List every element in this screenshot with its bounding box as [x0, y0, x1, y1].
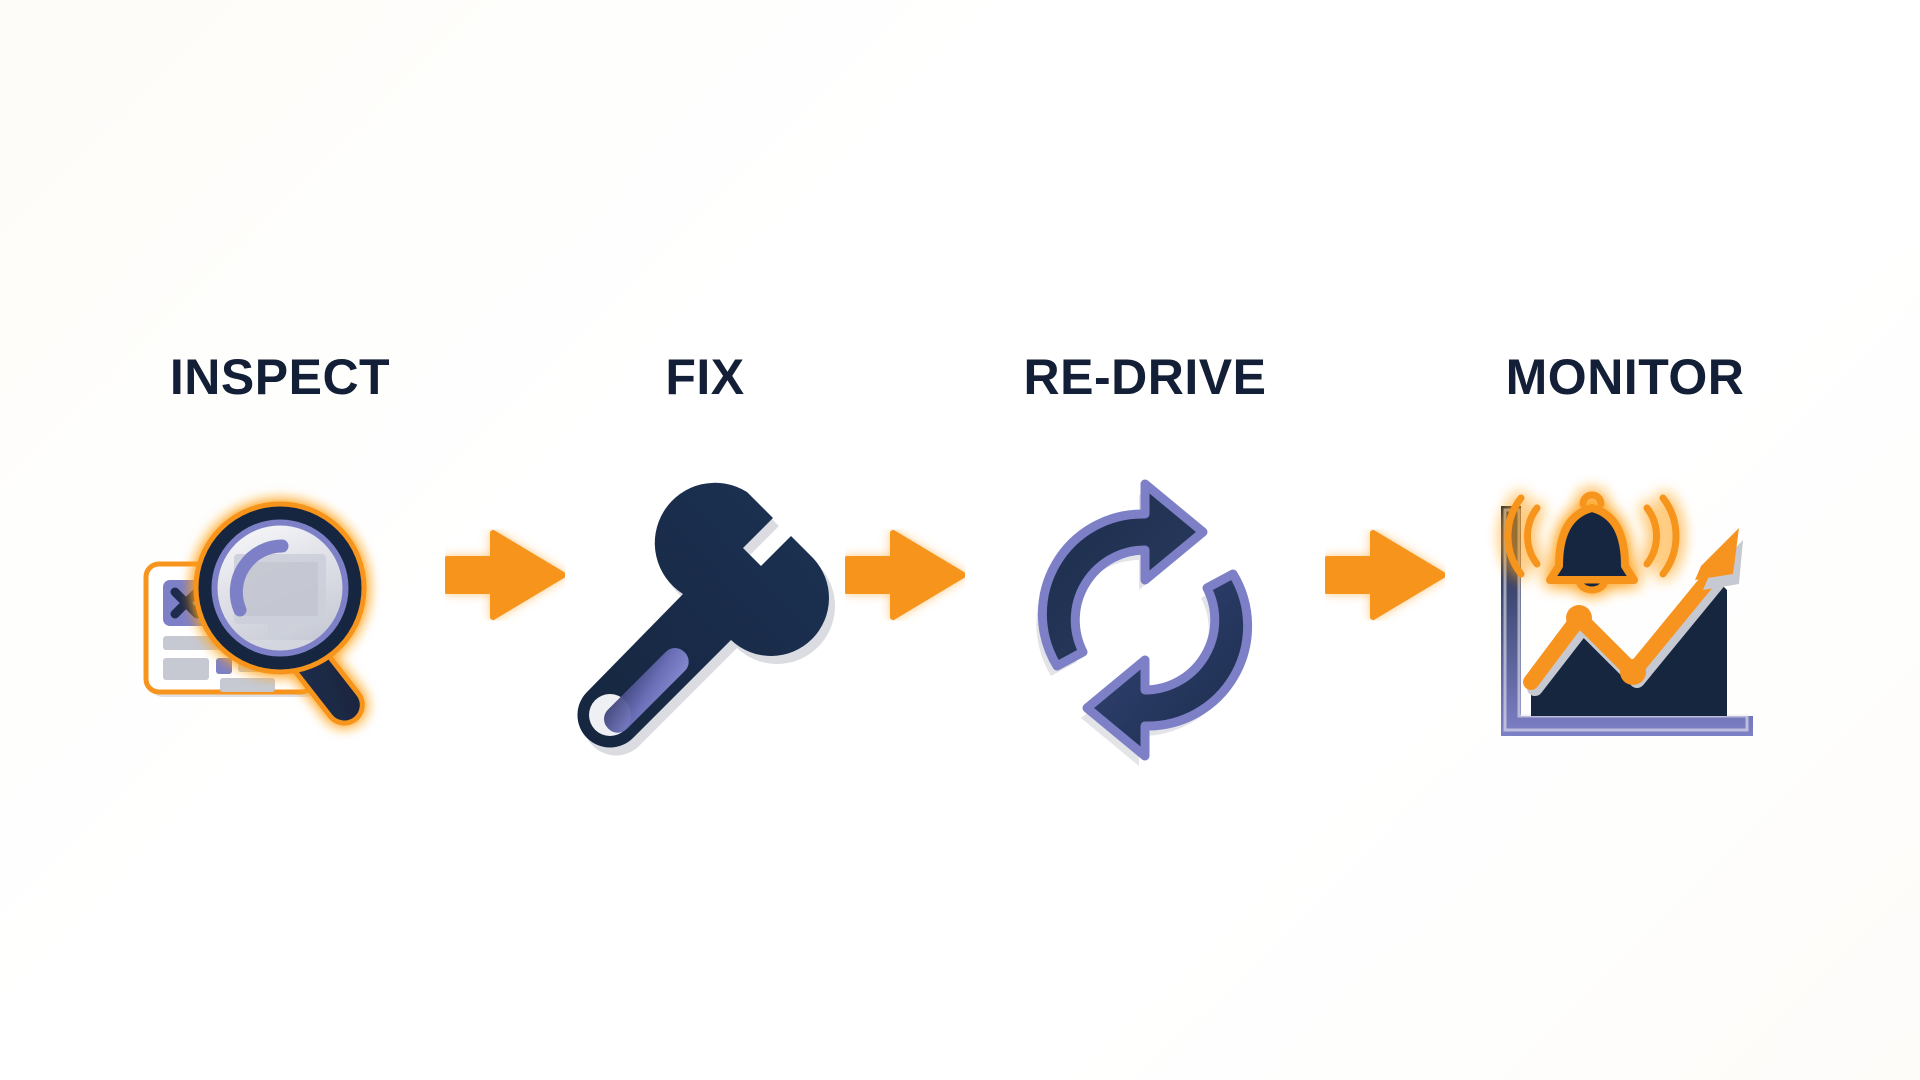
- arrow-fix-to-redrive: [830, 260, 980, 820]
- process-step-redrive: RE-DRIVE: [980, 260, 1310, 820]
- wrench-icon: [555, 470, 855, 770]
- step-label-monitor: MONITOR: [1505, 349, 1745, 405]
- step-label-inspect: INSPECT: [169, 349, 391, 405]
- process-step-inspect: INSPECT: [130, 260, 430, 820]
- refresh-cycle-icon: [995, 470, 1295, 770]
- arrow-redrive-to-monitor: [1310, 260, 1460, 820]
- step-label-fix: FIX: [665, 349, 745, 405]
- chart-with-alert-bell-icon: [1475, 470, 1775, 770]
- magnifying-glass-over-dashboard-icon: [130, 470, 430, 770]
- step-label-redrive: RE-DRIVE: [1023, 349, 1267, 405]
- process-step-fix: FIX: [577, 260, 836, 820]
- arrow-inspect-to-fix: [430, 260, 580, 820]
- process-step-monitor: MONITOR: [1460, 260, 1790, 820]
